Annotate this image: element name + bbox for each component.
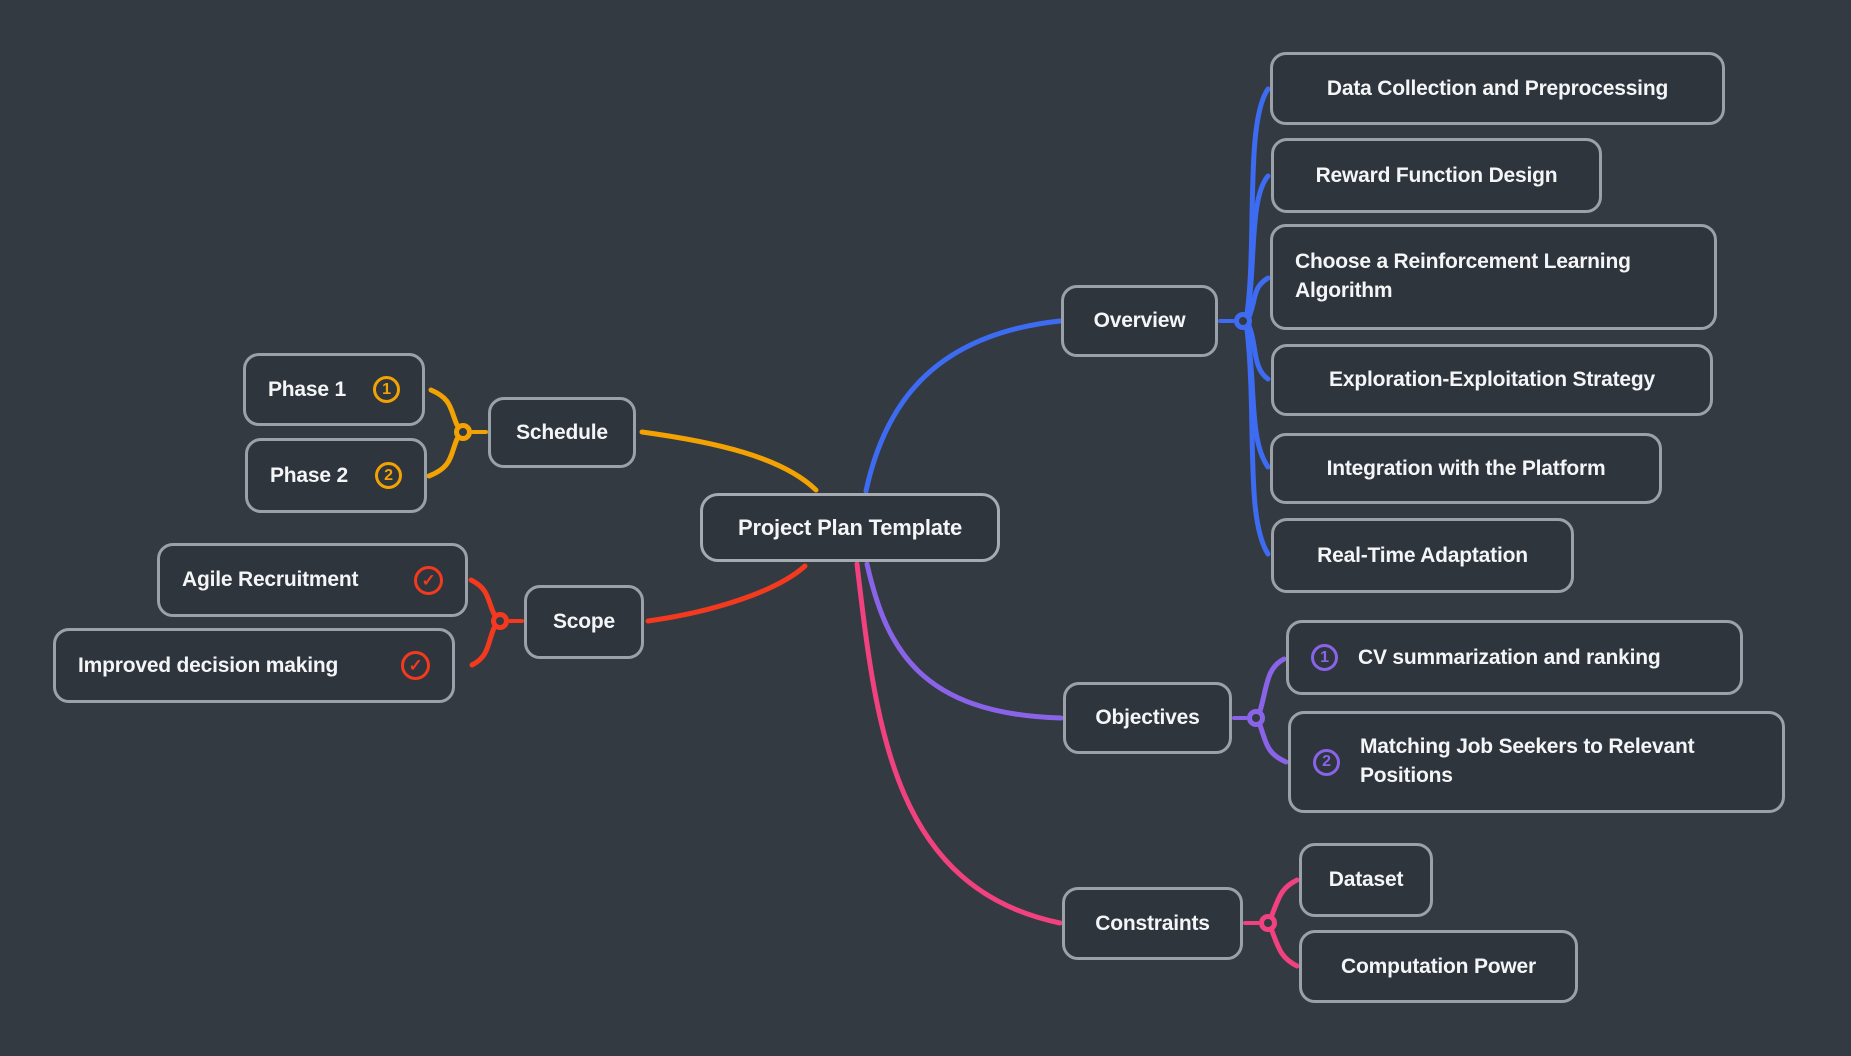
scope-collapse-toggle[interactable]	[491, 612, 509, 630]
schedule-collapse-toggle[interactable]	[454, 423, 472, 441]
subtopic-agile-recruitment[interactable]: Agile Recruitment ✓	[157, 543, 468, 617]
connector-center-objectives	[864, 561, 1064, 721]
connector-overview-child-3	[1246, 323, 1271, 382]
subtopic-computation-power[interactable]: Computation Power	[1299, 930, 1578, 1003]
central-topic[interactable]: Project Plan Template	[700, 493, 1000, 562]
topic-scope-label: Scope	[552, 610, 616, 633]
subtopic-label: Agile Recruitment	[182, 568, 359, 591]
connector-constraints-child-0	[1269, 877, 1300, 918]
connector-overview-child-2	[1246, 275, 1271, 320]
central-topic-label: Project Plan Template	[737, 514, 963, 540]
topic-constraints[interactable]: Constraints	[1062, 887, 1243, 960]
connector-schedule-child-0	[428, 387, 460, 428]
subtopic-integration-platform[interactable]: Integration with the Platform	[1270, 433, 1662, 504]
subtopic-label: Phase 1	[268, 377, 346, 401]
connector-schedule-child-1	[426, 436, 460, 479]
connector-constraints-child-1	[1269, 928, 1300, 969]
subtopic-label: Integration with the Platform	[1326, 456, 1606, 480]
priority-1-badge[interactable]: 1	[373, 376, 400, 403]
topic-schedule-label: Schedule	[516, 420, 608, 444]
connector-center-constraints	[854, 561, 1063, 926]
subtopic-matching-job-seekers[interactable]: 2 Matching Job Seekers to Relevant Posit…	[1288, 711, 1785, 813]
subtopic-label: Data Collection and Preprocessing	[1326, 76, 1669, 100]
subtopic-real-time-adaptation[interactable]: Real-Time Adaptation	[1271, 518, 1574, 593]
connector-center-overview	[863, 318, 1063, 494]
topic-objectives-label: Objectives	[1095, 706, 1200, 729]
subtopic-cv-summarization[interactable]: 1 CV summarization and ranking	[1286, 620, 1743, 695]
subtopic-label: Reward Function Design	[1315, 163, 1558, 187]
subtopic-label: Choose a Reinforcement Learning Algorith…	[1295, 250, 1631, 302]
topic-scope[interactable]: Scope	[524, 585, 644, 659]
subtopic-dataset[interactable]: Dataset	[1299, 843, 1433, 917]
connector-objectives-child-1	[1257, 722, 1289, 765]
subtopic-label: Matching Job Seekers to Relevant Positio…	[1360, 735, 1695, 787]
subtopic-label: Real-Time Adaptation	[1317, 543, 1528, 567]
subtopic-label: Dataset	[1328, 868, 1404, 891]
subtopic-phase-2[interactable]: Phase 2 2	[245, 438, 427, 513]
constraints-collapse-toggle[interactable]	[1259, 914, 1277, 932]
overview-collapse-toggle[interactable]	[1234, 312, 1252, 330]
connector-center-scope	[645, 563, 808, 624]
priority-1-badge[interactable]: 1	[1311, 644, 1338, 671]
subtopic-label: CV summarization and ranking	[1358, 645, 1661, 669]
subtopic-label: Improved decision making	[78, 653, 339, 677]
task-done-icon[interactable]: ✓	[401, 651, 430, 680]
subtopic-data-collection[interactable]: Data Collection and Preprocessing	[1270, 52, 1725, 125]
connector-scope-child-0	[468, 577, 497, 617]
connector-overview-child-5	[1244, 326, 1271, 557]
topic-overview[interactable]: Overview	[1061, 285, 1218, 357]
subtopic-improved-decision-making[interactable]: Improved decision making ✓	[53, 628, 455, 703]
subtopic-label: Exploration-Exploitation Strategy	[1329, 368, 1655, 391]
priority-2-badge[interactable]: 2	[375, 462, 402, 489]
connector-objectives-child-0	[1257, 656, 1287, 714]
subtopic-label: Phase 2	[270, 463, 348, 487]
topic-schedule[interactable]: Schedule	[488, 397, 636, 468]
subtopic-phase-1[interactable]: Phase 1 1	[243, 353, 425, 426]
task-done-icon[interactable]: ✓	[414, 565, 443, 595]
subtopic-reward-function[interactable]: Reward Function Design	[1271, 138, 1602, 213]
topic-overview-label: Overview	[1093, 309, 1186, 332]
priority-2-badge[interactable]: 2	[1313, 748, 1340, 776]
subtopic-label: Computation Power	[1341, 954, 1536, 978]
objectives-collapse-toggle[interactable]	[1247, 709, 1265, 727]
topic-constraints-label: Constraints	[1095, 911, 1210, 935]
topic-objectives[interactable]: Objectives	[1063, 682, 1232, 754]
connector-center-schedule	[639, 429, 819, 493]
connector-scope-child-1	[469, 625, 497, 668]
subtopic-exploration-exploitation[interactable]: Exploration-Exploitation Strategy	[1271, 344, 1713, 416]
connector-overview-child-1	[1244, 173, 1271, 318]
subtopic-choose-rl-algorithm[interactable]: Choose a Reinforcement Learning Algorith…	[1270, 224, 1717, 330]
